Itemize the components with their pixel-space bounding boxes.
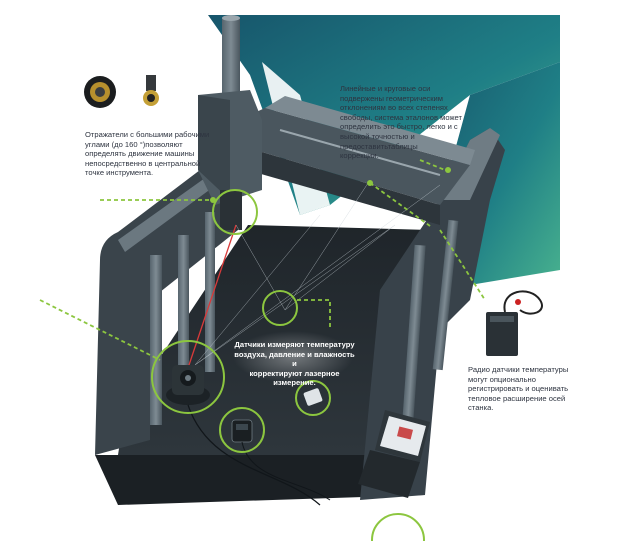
left-post-2 — [178, 235, 189, 400]
axes-line-6: высокой точностью и — [340, 131, 415, 141]
sensor-label-glow — [233, 331, 353, 383]
sensors-line-2: воздуха, давление и влажность и — [234, 349, 355, 369]
environment-sensor-icon — [231, 419, 253, 443]
left-post-3 — [205, 212, 215, 372]
reflectors-line-4: непосредственно в центральной — [85, 158, 201, 168]
axes-line-5: определить это быстро, легко и с — [340, 122, 458, 132]
leader-axes-2 — [369, 182, 431, 227]
gantry-beam-side — [205, 135, 440, 225]
laptop-icon — [358, 410, 430, 498]
radio-line-4: тепловое расширение осей — [468, 393, 566, 403]
reflector-mount-photo-icon — [143, 75, 159, 106]
callout-circle-spindle — [212, 189, 258, 235]
cable — [187, 404, 321, 506]
axes-line-3: отклонениям во всех степенях — [340, 103, 448, 113]
radio-temp-sensor-icon — [486, 290, 543, 356]
beam-lines — [194, 179, 441, 366]
callout-circle-bottom — [371, 513, 425, 541]
callout-circle-laser — [151, 340, 225, 414]
reflectors-annotation: Отражатели с большими рабочими углами (д… — [85, 130, 210, 178]
radio-line-2: могут опционально — [468, 374, 536, 384]
sensors-line-3: корректируют лазерное — [249, 368, 340, 378]
axes-line-1: Линейные и круговые оси — [340, 84, 431, 93]
right-post-1 — [401, 244, 426, 436]
leader-dot-reflectors — [210, 197, 216, 203]
gantry-rail — [279, 129, 441, 176]
callout-circle-sensor-floor — [219, 407, 265, 453]
spindle — [220, 190, 242, 230]
sensors-line-4: измерение. — [273, 378, 316, 388]
reflectors-line-1: Отражатели с большими рабочими — [85, 130, 210, 139]
radio-line-5: станка. — [468, 403, 494, 413]
leader-dot-axes — [367, 180, 373, 186]
axes-line-8: коррекции. — [340, 151, 379, 161]
cable-2 — [241, 441, 331, 501]
right-post-2 — [432, 219, 459, 371]
axes-line-2: подвержены геометрическим — [340, 93, 444, 103]
laser-head-icon — [166, 365, 210, 405]
axes-line-7: предоставитьтаблицы — [340, 141, 418, 151]
left-frame-rail — [118, 178, 212, 252]
gantry-beam — [205, 108, 470, 205]
leader-laser — [39, 299, 161, 361]
leader-axes — [419, 159, 446, 171]
leader-dot-axes-2 — [445, 167, 451, 173]
machine-base-front — [95, 455, 425, 505]
reflectors-line-3: определять движение машины — [85, 149, 195, 159]
sensors-line-1: Датчики измеряют температуру — [234, 340, 355, 349]
radio-line-1: Радио датчики температуры — [468, 365, 569, 374]
axes-line-4: свободы, система эталонов может — [340, 112, 462, 122]
leader-sensor — [297, 299, 331, 330]
axes-annotation: Линейные и круговые оси подвержены геоме… — [340, 84, 490, 161]
right-frame — [360, 128, 505, 500]
callout-circle-sensor-top — [262, 290, 298, 326]
sensors-annotation: Датчики измеряют температуру воздуха, да… — [232, 340, 357, 388]
ram-housing-front — [198, 95, 230, 200]
radio-line-3: регистрировать и оценивать — [468, 384, 569, 394]
radio-annotation: Радио датчики температуры могут опционал… — [468, 365, 588, 413]
reflector-photo-icon — [84, 76, 116, 108]
small-sensor-icon — [303, 388, 323, 406]
laser-beam — [187, 224, 237, 369]
reflectors-line-5: точке инструмента. — [85, 168, 154, 178]
reflectors-line-2: углами (до 160 °)позволяют — [85, 139, 183, 149]
ram-column — [222, 18, 240, 108]
gantry-beam-top — [265, 96, 475, 165]
ram-top — [222, 15, 240, 21]
